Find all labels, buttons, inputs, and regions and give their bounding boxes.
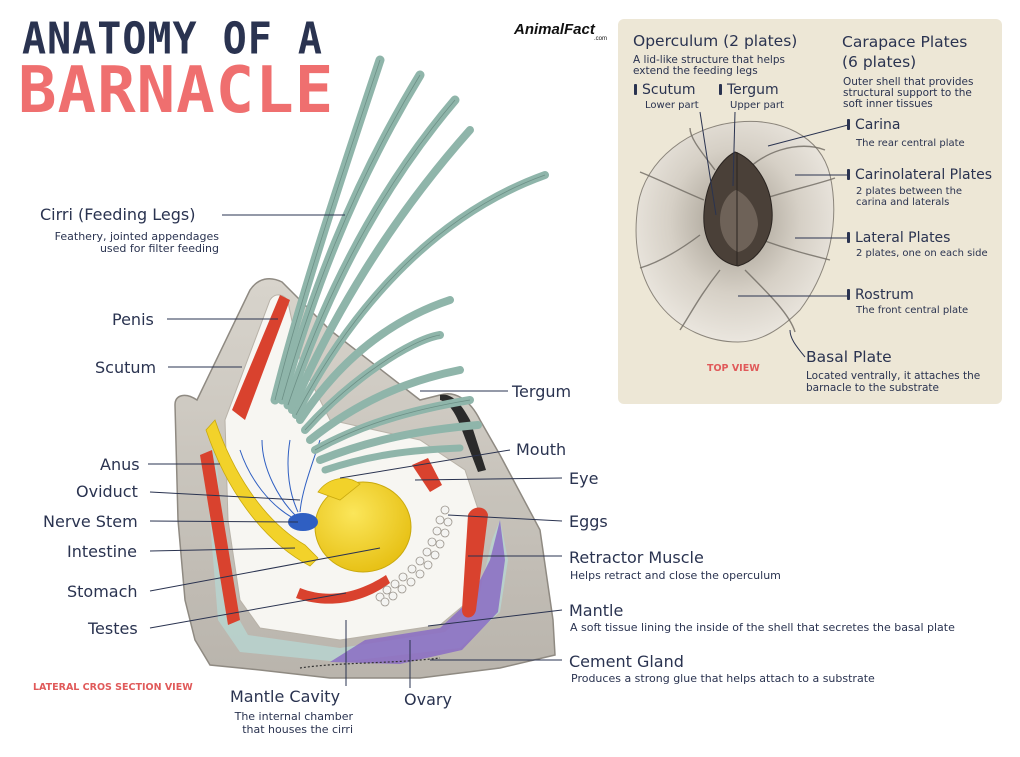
inset-operculum-desc-1: A lid-like structure that helps (633, 54, 785, 66)
nerve-stem-shape (288, 513, 318, 531)
testes-shape (296, 575, 390, 604)
inset-rostrum-label: Rostrum (847, 287, 914, 303)
eye-muscle (412, 458, 442, 492)
desc-retractor-muscle: Helps retract and close the operculum (570, 569, 781, 582)
inset-lateral-name: Lateral Plates (855, 230, 951, 246)
title-line-1: ANATOMY OF A (22, 14, 323, 65)
label-cement-gland: Cement Gland (569, 652, 684, 671)
inset-operculum-desc-2: extend the feeding legs (633, 65, 758, 77)
label-eye: Eye (569, 469, 599, 488)
label-ovary: Ovary (404, 690, 452, 709)
inset-carapace-title-2: (6 plates) (842, 53, 917, 71)
inset-carina-name: Carina (855, 117, 901, 133)
inset-basal-desc-1: Located ventrally, it attaches the (806, 370, 981, 382)
label-cirri: Cirri (Feeding Legs) (40, 205, 196, 224)
cirri-outline (274, 59, 546, 451)
inset-carapace-desc-1: Outer shell that provides (843, 76, 974, 88)
inset-tergum-marker (719, 84, 722, 95)
inset-rostrum-name: Rostrum (855, 287, 914, 303)
ovary-region (330, 520, 505, 664)
desc-mantle: A soft tissue lining the inside of the s… (570, 621, 955, 634)
label-mantle-cavity: Mantle Cavity (230, 687, 341, 706)
inset-scutum-name: Scutum (642, 82, 696, 98)
inset-rostrum-sub: The front central plate (856, 305, 969, 316)
mantle-lining (205, 440, 508, 662)
desc-cirri-1: Feathery, jointed appendages (54, 230, 219, 243)
title-line-2: BARNACLE (18, 54, 335, 128)
label-anus: Anus (100, 455, 140, 474)
inset-carinolateral-label: Carinolateral Plates (847, 167, 992, 183)
lateral-leader-lines (148, 214, 563, 688)
inset-tergum-label: Tergum (719, 82, 779, 98)
label-stomach: Stomach (67, 582, 138, 601)
top-view-shell (635, 120, 836, 343)
label-retractor-muscle: Retractor Muscle (569, 548, 704, 567)
inset-carinolateral-marker (847, 169, 850, 180)
inset-scutum-label: Scutum (634, 82, 695, 98)
inset-rostrum-marker (847, 289, 850, 300)
desc-mantle-cavity-1: The internal chamber (234, 710, 353, 723)
lateral-section (174, 55, 556, 679)
label-scutum: Scutum (95, 358, 157, 377)
label-tergum: Tergum (512, 382, 572, 401)
inset-tergum-name: Tergum (727, 82, 779, 98)
cement-gland-line (299, 657, 441, 669)
label-mantle: Mantle (569, 601, 624, 620)
label-intestine: Intestine (67, 542, 138, 561)
inset-lateral-label: Lateral Plates (847, 230, 950, 246)
inset-carina-sub: The rear central plate (856, 138, 965, 149)
inset-carapace-desc-2: structural support to the (843, 87, 972, 99)
intestine-shape (205, 419, 319, 567)
inset-basal-desc-2: barnacle to the substrate (806, 382, 939, 394)
mouth-shape (317, 478, 361, 501)
inset-basal-title: Basal Plate (806, 348, 892, 366)
inset-operculum-title: Operculum (2 plates) (633, 32, 798, 50)
desc-cirri-2: used for filter feeding (99, 242, 219, 255)
inset-carapace-title-1: Carapace Plates (842, 33, 968, 51)
inset-lateral-marker (847, 232, 850, 243)
label-eggs: Eggs (569, 512, 608, 531)
inset-tergum-sub: Upper part (730, 100, 784, 111)
brand-logo: AnimalFact (514, 21, 595, 38)
operculum-highlight (720, 190, 758, 252)
inset-carina-marker (847, 119, 850, 130)
label-oviduct: Oviduct (76, 482, 138, 501)
inset-scutum-marker (634, 84, 637, 95)
label-top-view: TOP VIEW (707, 363, 760, 374)
retractor-muscle (462, 507, 488, 618)
inset-leader-lines (699, 111, 849, 358)
brand-logo-suffix: .com (594, 36, 608, 42)
inset-carinolateral-sub-1: 2 plates between the (856, 186, 963, 197)
label-penis: Penis (112, 310, 154, 329)
tergum-plate (440, 394, 486, 472)
label-lateral-view: LATERAL CROS SECTION VIEW (33, 682, 193, 693)
desc-cement-gland: Produces a strong glue that helps attach… (571, 672, 875, 685)
inset-carinolateral-name: Carinolateral Plates (855, 167, 992, 183)
desc-mantle-cavity-2: that houses the cirri (242, 723, 353, 736)
inset-scutum-sub: Lower part (645, 100, 699, 111)
label-nerve-stem: Nerve Stem (43, 512, 138, 531)
inset-carina-label: Carina (847, 117, 900, 133)
inset-lateral-sub: 2 plates, one on each side (856, 248, 988, 259)
penis-muscle (232, 295, 290, 420)
inset-carapace-desc-3: soft inner tissues (843, 98, 933, 110)
label-mouth: Mouth (516, 440, 567, 459)
label-testes: Testes (88, 619, 138, 638)
scutum-muscle (200, 450, 240, 625)
eggs-cluster (375, 505, 453, 607)
inset-carinolateral-sub-2: carina and laterals (856, 197, 950, 208)
